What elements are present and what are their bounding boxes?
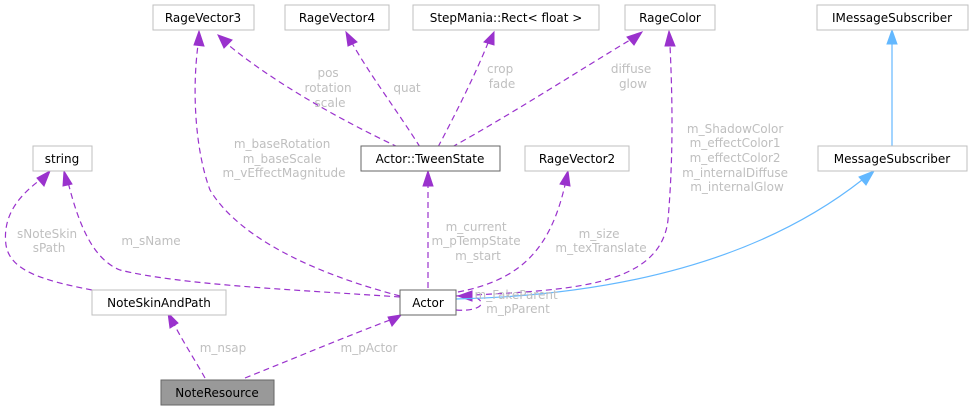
edge-actor-to-ragecolor [455,44,673,297]
svg-text:Actor::TweenState: Actor::TweenState [376,152,485,166]
edge-label-nr-actor: m_pActor [341,341,398,355]
edge-noteresource-to-nsap [173,323,206,379]
edge-label-tween-rv4: quat [393,81,421,95]
arrowhead-icon [664,29,676,47]
arrowhead-icon [167,311,179,329]
svg-text:NoteResource: NoteResource [175,386,258,400]
edge-label-tween-rect: crop fade [487,62,517,91]
arrowhead-icon [62,169,73,187]
node-string[interactable]: string [32,145,93,172]
node-messagesubscriber[interactable]: MessageSubscriber [817,145,968,172]
edge-label-actor-rv3: m_baseRotation m_baseScale m_vEffectMagn… [223,137,346,180]
svg-text:RageVector3: RageVector3 [165,11,241,25]
arrowhead-icon [193,29,205,47]
edge-label-actor-tween: m_current m_pTempState m_start [432,220,525,263]
node-ragevector3[interactable]: RageVector3 [152,4,255,31]
edge-label-actor-self: m_FakeParent m_pParent [475,288,562,316]
svg-text:StepMania::Rect< float >: StepMania::Rect< float > [430,11,583,25]
svg-text:MessageSubscriber: MessageSubscriber [834,152,951,166]
edge-tween-to-ragevector3 [225,42,399,148]
svg-text:NoteSkinAndPath: NoteSkinAndPath [107,296,211,310]
arrowhead-icon [422,169,434,187]
arrowhead-icon [483,30,495,46]
arrowhead-icon [36,169,51,187]
node-imessagesubscriber[interactable]: IMessageSubscriber [816,4,969,31]
edge-label-actor-string: m_sName [121,234,180,248]
svg-text:IMessageSubscriber: IMessageSubscriber [832,11,952,25]
svg-text:Actor: Actor [412,296,444,310]
edge-nsap-to-string [4,179,93,291]
arrowhead-icon [345,30,358,47]
node-tweenstate[interactable]: Actor::TweenState [360,145,501,172]
arrowhead-icon [886,28,898,45]
svg-text:string: string [45,152,79,166]
arrowhead-icon [858,170,876,186]
edge-tween-to-rect [437,42,489,148]
edge-noteresource-to-actor [244,319,391,379]
arrowhead-icon [456,290,473,302]
edge-actor-to-messagesubscriber [455,179,863,300]
node-noteskinandpath[interactable]: NoteSkinAndPath [91,289,227,316]
svg-text:RageVector4: RageVector4 [299,11,375,25]
arrowhead-icon [626,31,644,46]
arrowhead-icon [559,169,571,187]
node-ragevector4[interactable]: RageVector4 [284,4,390,31]
edge-actor-to-string [67,181,401,298]
svg-text:RageVector2: RageVector2 [539,152,615,166]
node-rect-float[interactable]: StepMania::Rect< float > [412,4,600,31]
edge-label-nsap-string: sNoteSkin sPath [17,227,81,255]
edge-label-tween-rv3: pos rotation scale [305,66,356,110]
edge-label-actor-color: m_ShadowColor m_effectColor1 m_effectCol… [682,122,792,194]
arrowhead-icon [217,34,233,49]
arrowhead-icon [387,314,403,327]
edge-tween-to-ragecolor [451,39,631,148]
node-actor[interactable]: Actor [399,289,457,316]
node-ragevector2[interactable]: RageVector2 [524,145,630,172]
svg-text:RageColor: RageColor [639,11,701,25]
node-noteresource[interactable]: NoteResource [160,379,275,406]
edge-label-tween-color: diffuse glow [611,62,655,91]
node-ragecolor[interactable]: RageColor [624,4,716,31]
edge-tween-to-ragevector4 [351,42,421,148]
edge-label-actor-rv2: m_size m_texTranslate [555,227,646,255]
edge-label-nr-nsap: m_nsap [200,341,247,355]
edge-actor-self [455,295,482,311]
edge-actor-to-ragevector2 [457,184,566,293]
